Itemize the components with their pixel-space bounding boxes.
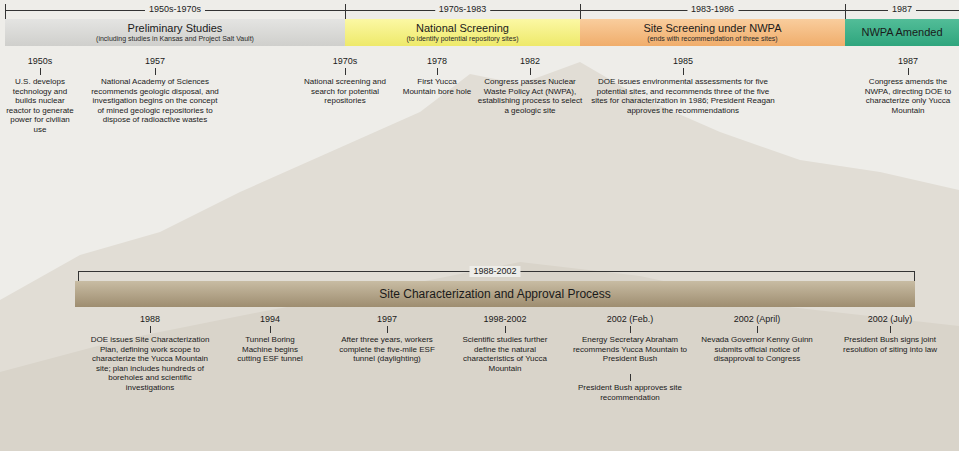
band-body: National Screening(to identify potential… [345,19,580,46]
event-slot: 1987 [864,56,952,66]
period-heading: 1950s-1970s [145,4,205,15]
band-subtitle: (ends with recommendation of three sites… [647,35,777,43]
event-slot: Nevada Governor Kenny Guinn submits offi… [697,335,817,364]
event-slot: 2002 (Feb.) [570,314,690,324]
timeline-band: 1983-1986Site Screening under NWPA(ends … [580,19,845,46]
event-slot: Scientific studies further define the na… [455,335,555,373]
event-description: DOE issues environmental assessments for… [588,77,778,115]
event-date: 1988 [85,314,215,324]
period-heading: 1983-1986 [687,4,738,15]
event-description: Scientific studies further define the na… [455,335,555,373]
event-slot: Tunnel Boring Machine begins cutting ESF… [230,335,310,364]
band-title: Site Characterization and Approval Proce… [379,288,610,301]
band-title: National Screening [416,22,509,35]
event-description: Tunnel Boring Machine begins cutting ESF… [230,335,310,364]
event-ticks [41,68,909,75]
event-description: President Bush approves site recommendat… [570,383,690,402]
event-slot: President Bush signs joint resolution of… [840,335,940,354]
event-description: U.S. develops technology and builds nucl… [5,77,75,134]
event-date: 1997 [332,314,442,324]
timeline-band: 1987NWPA Amended [845,19,959,46]
period-heading: 1970s-1983 [435,4,491,15]
band-body: Site Screening under NWPA(ends with reco… [580,19,845,46]
event-slot: Energy Secretary Abraham recommends Yucc… [570,335,690,364]
event-slot: 2002 (April) [697,314,817,324]
period-dividers [6,4,846,19]
event-date: 1978 [402,56,472,66]
event-description: DOE issues Site Characterization Plan, d… [85,335,215,392]
band-body: Site Characterization and Approval Proce… [75,281,915,307]
event-slot: U.S. develops technology and builds nucl… [5,77,75,134]
event-slot: 1970s [295,56,395,66]
event-slot: DOE issues Site Characterization Plan, d… [85,335,215,392]
band-subtitle: (to identify potential repository sites) [406,35,518,43]
band-body: Preliminary Studies(including studies in… [5,19,345,46]
event-slot: 1994 [230,314,310,324]
event-description: Congress passes Nuclear Waste Policy Act… [475,77,585,115]
event-description: Congress amends the NWPA, directing DOE … [864,77,952,115]
event-slot: 1950s [5,56,75,66]
event-slot: 1997 [332,314,442,324]
band-subtitle: (including studies in Kansas and Project… [96,35,254,43]
event-date: 1998-2002 [455,314,555,324]
timeline-band: 1988-2002Site Characterization and Appro… [75,281,915,307]
event-slot: 2002 (July) [840,314,940,324]
event-date: 1994 [230,314,310,324]
event-description: National screening and search for potent… [295,77,395,106]
event-description: President Bush signs joint resolution of… [840,335,940,354]
mountain-ridge [0,62,959,451]
event-ticks [151,326,891,381]
event-date: 1985 [588,56,778,66]
event-date: 2002 (July) [840,314,940,324]
event-description: Energy Secretary Abraham recommends Yucc… [570,335,690,364]
band-body: NWPA Amended [845,19,959,46]
event-slot: 1982 [475,56,585,66]
event-description: After three years, workers complete the … [332,335,442,364]
timeline-rules [5,4,959,381]
event-date: 1957 [90,56,220,66]
timeline-band: 1970s-1983National Screening(to identify… [345,19,580,46]
event-date: 1950s [5,56,75,66]
event-date: 1982 [475,56,585,66]
event-slot: First Yucca Mountain bore hole [402,77,472,96]
timeline-band: 1950s-1970sPreliminary Studies(including… [5,19,345,46]
band-title: Site Screening under NWPA [644,22,782,35]
event-description: First Yucca Mountain bore hole [402,77,472,96]
mountain-slope [0,262,959,451]
event-slot: National screening and search for potent… [295,77,395,106]
event-slot: 1985 [588,56,778,66]
event-slot: 1957 [90,56,220,66]
event-description: Nevada Governor Kenny Guinn submits offi… [697,335,817,364]
event-slot: 1978 [402,56,472,66]
event-slot: Congress passes Nuclear Waste Policy Act… [475,77,585,115]
event-slot: 1988 [85,314,215,324]
band-title: Preliminary Studies [128,22,223,35]
period-heading: 1988-2002 [469,266,520,277]
band-title: NWPA Amended [861,26,942,39]
event-date: 1970s [295,56,395,66]
period-heading: 1987 [888,4,916,15]
event-description: National Academy of Sciences recommends … [90,77,220,125]
event-date: 2002 (Feb.) [570,314,690,324]
event-slot: After three years, workers complete the … [332,335,442,364]
event-slot: Congress amends the NWPA, directing DOE … [864,77,952,115]
event-slot: DOE issues environmental assessments for… [588,77,778,115]
event-date: 2002 (April) [697,314,817,324]
event-slot: 1998-2002 [455,314,555,324]
event-slot: National Academy of Sciences recommends … [90,77,220,125]
event-slot: President Bush approves site recommendat… [570,383,690,402]
event-date: 1987 [864,56,952,66]
